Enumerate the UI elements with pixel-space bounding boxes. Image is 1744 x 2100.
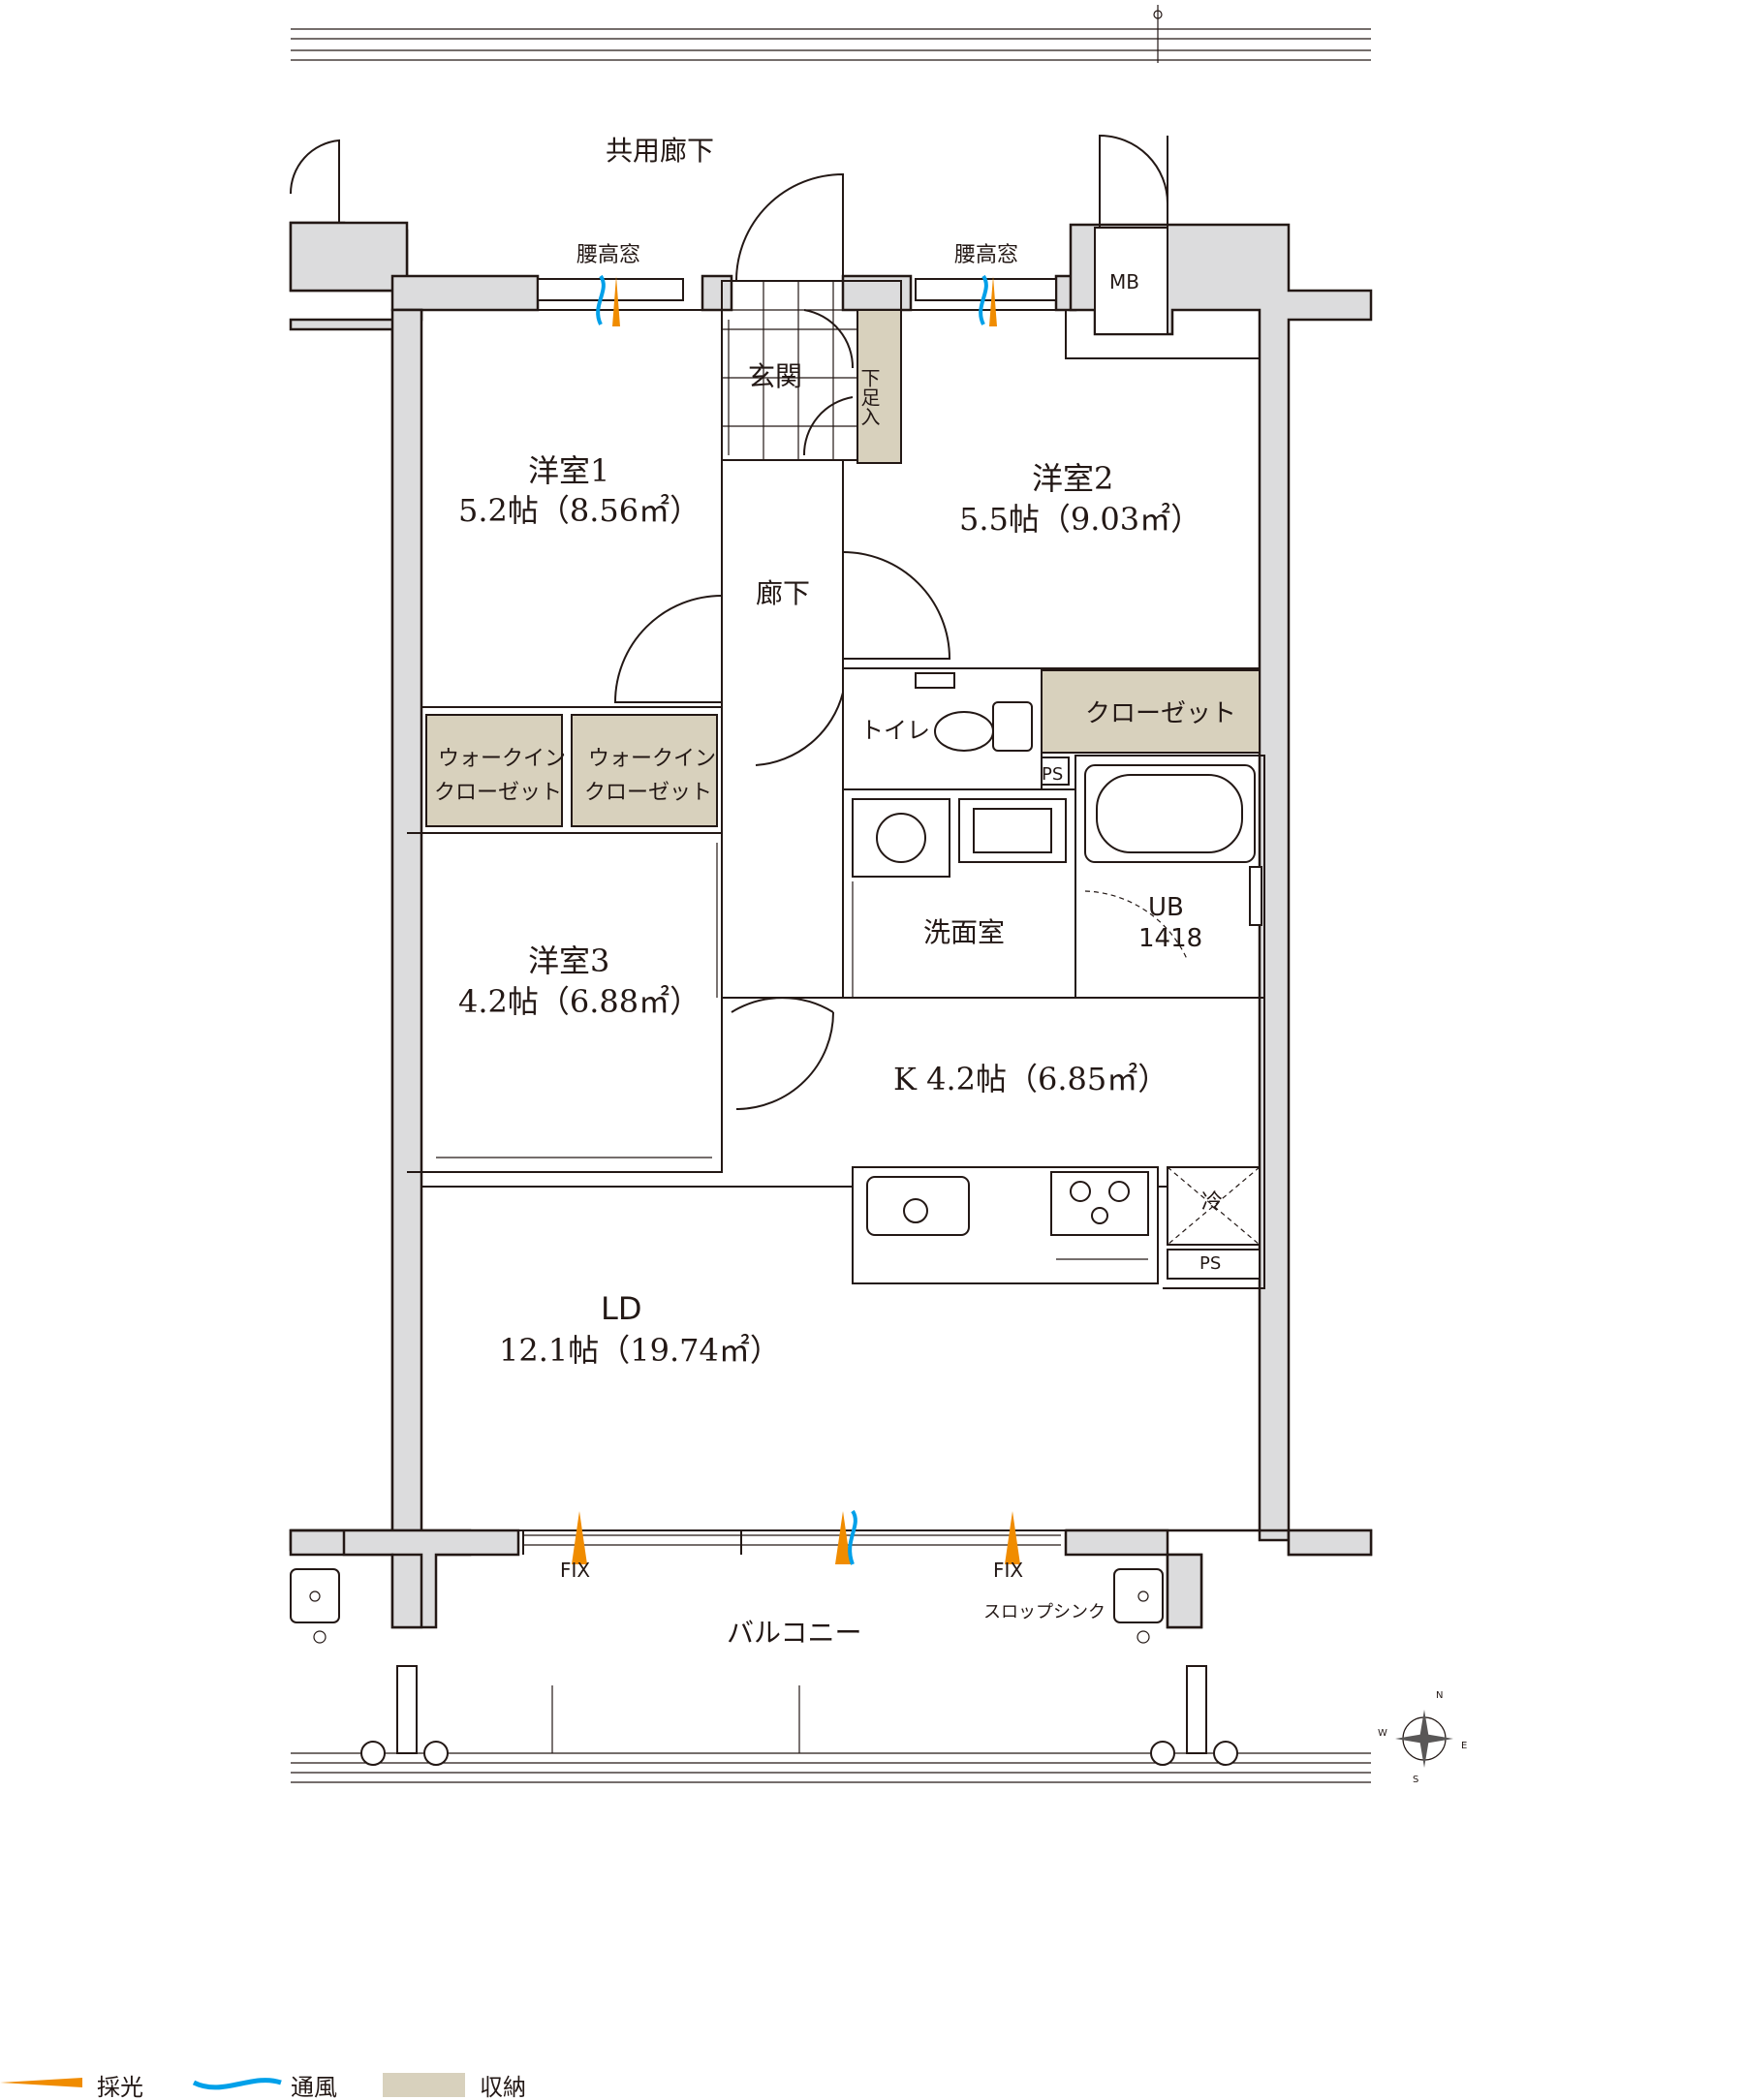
room1-door — [613, 595, 723, 703]
slop-sink-label: スロップシンク — [983, 1602, 1106, 1622]
wic1-line2: クローゼット — [434, 781, 562, 805]
wic2-line1: ウォークイン — [588, 747, 716, 771]
corridor-label: 共用廊下 — [606, 135, 714, 167]
light-arrows — [572, 274, 1020, 1565]
ld-name: LD — [601, 1290, 641, 1327]
balcony-railing — [291, 1665, 1371, 1783]
fix-label-right: FIX — [993, 1559, 1023, 1582]
mb-door — [1099, 134, 1168, 228]
walk-in-closet-1 — [425, 714, 563, 827]
legend-light-label: 採光 — [97, 2074, 143, 2100]
compass-e: E — [1461, 1741, 1467, 1751]
neighbor-door — [289, 139, 340, 223]
shoe-box-label: 下足入 — [857, 368, 881, 426]
wind-legend-icon — [192, 2078, 282, 2090]
toilet-label: トイレ — [860, 717, 930, 744]
kitchen-counter — [852, 1166, 1159, 1284]
kitchen-door — [735, 1011, 834, 1110]
room2-name: 洋室2 — [1032, 460, 1113, 497]
hallway-label: 廊下 — [756, 577, 810, 609]
fridge-label: 冷 — [1201, 1190, 1223, 1215]
fix-label-left: FIX — [560, 1559, 590, 1582]
compass-icon: N E S W — [1378, 1690, 1467, 1785]
entrance-label: 玄関 — [748, 360, 802, 392]
shoe-box — [856, 309, 902, 464]
legend-storage-label: 収納 — [480, 2074, 526, 2100]
legend: 採光 通風 収納 — [0, 2073, 526, 2100]
kitchen-label: K 4.2帖（6.85㎡） — [893, 1061, 1168, 1097]
partitions — [407, 280, 1265, 1531]
room3-name: 洋室3 — [528, 942, 609, 979]
bath-size: 1418 — [1138, 924, 1202, 953]
compass-w: W — [1378, 1728, 1387, 1739]
room1-size: 5.2帖（8.56㎡） — [458, 492, 701, 529]
compass-s: S — [1413, 1775, 1418, 1785]
closet-label: クローゼット — [1085, 699, 1236, 728]
top-railing — [291, 5, 1371, 63]
wic2-line2: クローゼット — [584, 781, 712, 805]
walls — [289, 221, 1373, 1629]
window-label-right: 腰高窓 — [954, 243, 1018, 267]
wic1-line1: ウォークイン — [438, 747, 566, 771]
mb-box — [1094, 227, 1168, 335]
legend-wind-label: 通風 — [291, 2074, 337, 2100]
balcony-label: バルコニー — [727, 1617, 861, 1649]
ld-size: 12.1帖（19.74㎡） — [499, 1332, 781, 1369]
room3-size: 4.2帖（6.88㎡） — [458, 983, 701, 1020]
walk-in-closet-2 — [571, 714, 718, 827]
bathtub — [1084, 764, 1262, 960]
ps-toilet-label: PS — [1042, 764, 1063, 785]
washroom-label: 洗面室 — [923, 916, 1005, 948]
light-legend-icon — [0, 2078, 82, 2087]
slop-sinks — [290, 1568, 1164, 1644]
storage-legend-icon — [383, 2073, 465, 2097]
entrance-tiles — [722, 281, 857, 460]
room2-door — [842, 551, 951, 660]
toilet-door — [755, 692, 844, 766]
window-label-left: 腰高窓 — [576, 243, 640, 267]
bath-name: UB — [1148, 893, 1184, 922]
mb-label: MB — [1109, 270, 1139, 293]
ps-kitchen-label: PS — [1199, 1253, 1221, 1274]
room1-name: 洋室1 — [528, 452, 609, 489]
washroom-fixtures — [852, 798, 1067, 878]
shoe-door — [803, 309, 855, 369]
room2-size: 5.5帖（9.03㎡） — [959, 501, 1201, 538]
ld-windows — [522, 1530, 1067, 1555]
compass-n: N — [1436, 1690, 1443, 1701]
closet-room2 — [1041, 669, 1261, 754]
fridge-space — [1167, 1166, 1261, 1280]
toilet-fixtures — [915, 672, 1070, 786]
entrance-door — [735, 172, 844, 282]
